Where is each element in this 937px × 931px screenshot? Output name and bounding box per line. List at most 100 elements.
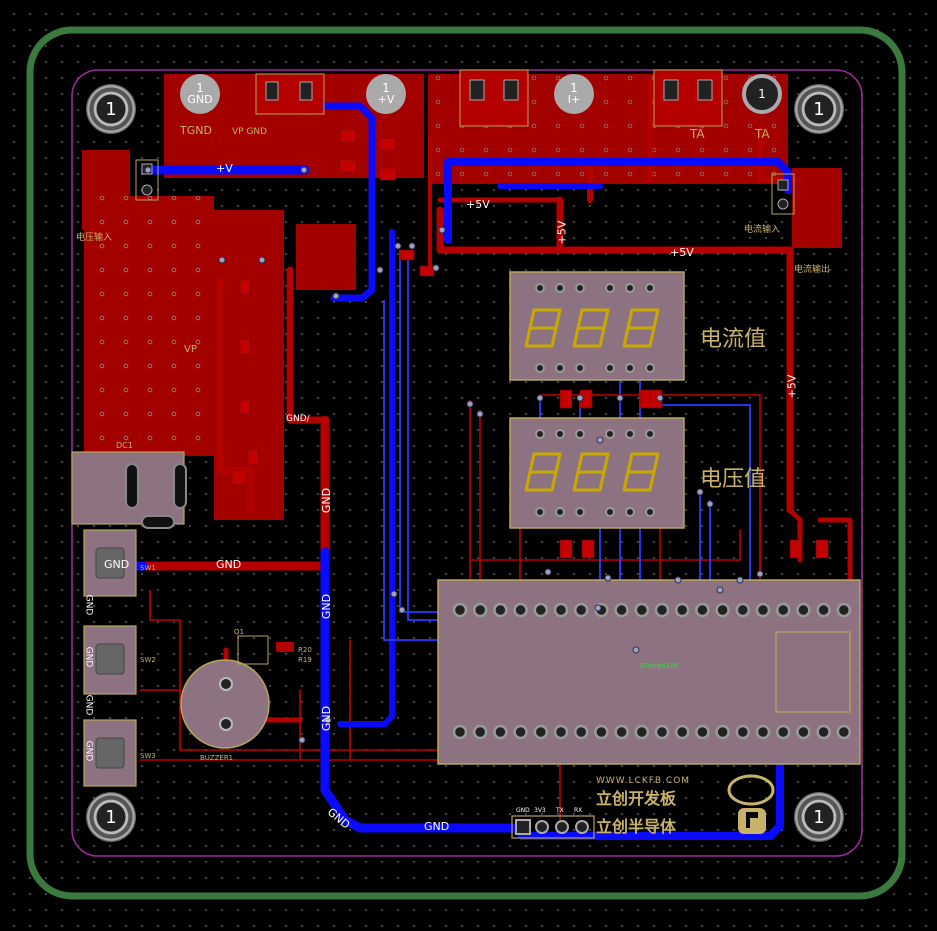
- mounting-hole-label: 1: [105, 806, 117, 828]
- via: [756, 570, 764, 578]
- mcu-pin-bottom: [654, 724, 670, 740]
- power-pad-number: 1: [570, 81, 578, 95]
- brand-text: 立创开发板: [596, 789, 677, 808]
- silk-ta-2: TA: [754, 127, 770, 141]
- via: [432, 264, 440, 272]
- via: [408, 242, 416, 250]
- switch-gnd-label: GND: [83, 594, 94, 616]
- via: [674, 576, 682, 584]
- mcu-pin-bottom: [816, 724, 831, 740]
- mcu-pin-bottom: [674, 724, 690, 740]
- display-pin: [605, 429, 615, 439]
- display-pin: [535, 429, 545, 439]
- mcu-pin-bottom: [533, 724, 549, 740]
- mcu-pin-bottom: [634, 724, 650, 740]
- silk-conn-right: 电流输入: [744, 223, 780, 235]
- mcu-pin-top: [735, 602, 751, 618]
- uart-pin-tx: TX: [555, 807, 564, 814]
- net-label-plus-5v-vertical-2: +5V: [555, 220, 569, 245]
- via: [394, 242, 402, 250]
- silk-conn-right-2: 电流输出: [794, 263, 830, 275]
- buzzer-pin-1: [219, 677, 233, 691]
- switch-gnd-label: GND: [83, 740, 94, 762]
- net-label-gnd-vertical-1: GND: [320, 487, 334, 514]
- via: [144, 166, 152, 174]
- display-pin: [575, 507, 585, 517]
- mcu-pin-bottom: [513, 724, 528, 740]
- mcu-pin-top: [755, 602, 771, 618]
- display-pin: [555, 283, 565, 293]
- silk-ta: TA: [689, 127, 705, 141]
- display-pin: [645, 507, 655, 517]
- display-pin: [605, 363, 615, 373]
- mcu-pin-bottom: [775, 724, 791, 740]
- display-pin: [535, 363, 545, 373]
- silk-display1-label: 电流值: [700, 327, 766, 352]
- power-pad-number: 1: [196, 81, 204, 95]
- via: [536, 394, 544, 402]
- via: [438, 226, 446, 234]
- mcu-pin-bottom: [715, 724, 730, 740]
- via: [398, 606, 406, 614]
- power-pad-ta: 1: [742, 74, 782, 114]
- tact-switch-caps: [95, 547, 125, 769]
- via: [390, 590, 398, 598]
- buzzer-body: [180, 659, 270, 749]
- board-outline: [26, 26, 906, 900]
- via: [298, 736, 306, 744]
- net-label-gnd-vertical-2: GND: [320, 593, 334, 620]
- via: [596, 436, 604, 444]
- power-pad-net: +V: [377, 93, 395, 106]
- display-pin: [555, 507, 565, 517]
- mcu-pin-bottom: [836, 724, 852, 740]
- display-pin: [605, 507, 615, 517]
- via: [324, 716, 332, 724]
- silk-vp-gnd: VP GND: [232, 127, 267, 137]
- uart-header: [511, 815, 595, 839]
- mcu-pin-bottom: [755, 724, 771, 740]
- buzzer-label: BUZZER1: [200, 754, 233, 762]
- display-pin: [625, 283, 635, 293]
- mcu-pin-bottom: [594, 724, 609, 740]
- mcu-pin-top: [553, 602, 569, 618]
- mcu-pin-top: [513, 602, 528, 618]
- mounting-hole-bottom-right: 1: [794, 792, 844, 842]
- display-pin: [575, 363, 585, 373]
- uart-pin-rx: RX: [574, 807, 582, 814]
- display-pin: [575, 429, 585, 439]
- mcu-pin-bottom: [472, 724, 488, 740]
- via: [706, 500, 714, 508]
- mcu-pin-top: [836, 602, 852, 618]
- mcu-pin-top: [573, 602, 589, 618]
- mcu-pin-top: [452, 602, 468, 618]
- power-pad-number: 1: [758, 87, 766, 101]
- switch-gnd-label: GND: [83, 694, 94, 716]
- mcu-pin-bottom: [553, 724, 569, 740]
- mcu-pin-bottom: [796, 724, 811, 740]
- net-label-gnd-track: GND: [216, 558, 242, 571]
- via: [696, 488, 704, 496]
- mcu-label: ATmega328: [640, 662, 678, 670]
- via: [332, 292, 340, 300]
- via: [716, 586, 724, 594]
- via: [466, 400, 474, 408]
- vias: [144, 166, 764, 744]
- uart-pin-3v3: 3V3: [534, 807, 546, 814]
- mcu-pin-top: [493, 602, 508, 618]
- net-label-plus-5v-vertical: +5V: [785, 374, 799, 399]
- switch-gnd-label: GND: [83, 646, 94, 668]
- brand-logo: [727, 774, 775, 834]
- mcu-pins: [452, 602, 852, 740]
- dc-jack-pin-b: [173, 463, 187, 509]
- display-pin: [625, 363, 635, 373]
- display-pin: [535, 507, 545, 517]
- display-pin: [625, 429, 635, 439]
- brand-url: WWW.LCKFB.COM: [596, 776, 690, 786]
- mcu-usb-connector: [775, 631, 851, 713]
- mcu-pin-bottom: [735, 724, 751, 740]
- display-pins: [535, 283, 655, 517]
- display-pin: [535, 283, 545, 293]
- silk-conn-left: 电压输入: [76, 231, 112, 243]
